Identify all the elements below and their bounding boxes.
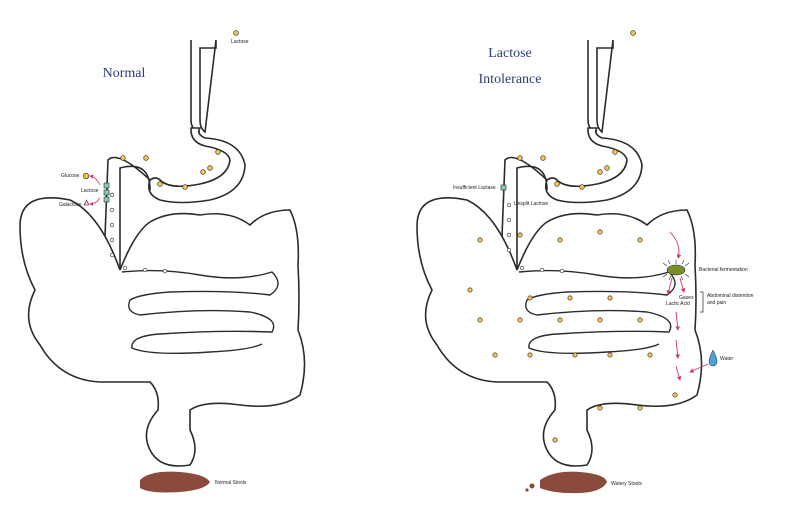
duodenum-molecules xyxy=(506,202,565,274)
lactose-molecules xyxy=(467,30,678,443)
gases-label: Gases xyxy=(679,295,694,301)
lactase-enzyme xyxy=(103,182,110,203)
normal-digestion-panel xyxy=(19,30,306,493)
flow-arrows xyxy=(666,231,709,381)
lactose-top-label: Lactose xyxy=(231,39,249,45)
watery-stools-label: Watery Stools xyxy=(611,481,642,487)
water-label: Water xyxy=(720,356,734,362)
normal-stool-icon xyxy=(140,471,210,493)
lactose-title-line1: Lactose xyxy=(488,46,532,61)
split-arrow-glucose xyxy=(89,174,101,186)
intolerance-title-line2: Intolerance xyxy=(478,72,542,87)
stomach xyxy=(147,127,246,204)
normal-stools-label: Normal Stools xyxy=(215,480,247,486)
unsplit-lactose-label: Unsplit Lactose xyxy=(514,201,549,207)
insufficient-lactase-icon xyxy=(500,184,507,191)
lactose-molecules-stomach xyxy=(120,30,239,190)
normal-title: Normal xyxy=(102,66,146,81)
glucose-icon xyxy=(82,172,90,180)
stomach xyxy=(544,127,643,204)
water-drop-icon xyxy=(708,349,718,367)
galactose-label: Galactose xyxy=(59,202,82,208)
insufficient-lactase-label: Insufficient Lactase xyxy=(453,185,496,191)
split-arrow-galactose xyxy=(89,197,101,206)
bacterial-fermentation-label: Bacterial fermentation xyxy=(699,267,748,273)
large-intestine xyxy=(19,197,306,467)
abdominal-bracket xyxy=(700,291,704,313)
esophagus xyxy=(587,39,614,134)
watery-stool-icon xyxy=(525,471,607,494)
glucose-label: Glucose xyxy=(61,173,80,179)
lactic-acid-label: Lactic Acid xyxy=(666,301,690,307)
galactose-icon xyxy=(83,199,90,206)
small-intestine-coils xyxy=(121,269,279,355)
lactose-intolerance-panel xyxy=(416,30,718,494)
and-pain-label: and pain xyxy=(707,300,727,306)
large-intestine xyxy=(416,197,703,467)
duodenum-molecules xyxy=(109,192,168,274)
bacteria-icon xyxy=(662,259,690,281)
esophagus xyxy=(190,39,217,134)
abdominal-distention-label: Abdominal distention xyxy=(707,293,754,299)
lactose-side-label: Lactose xyxy=(81,188,99,194)
